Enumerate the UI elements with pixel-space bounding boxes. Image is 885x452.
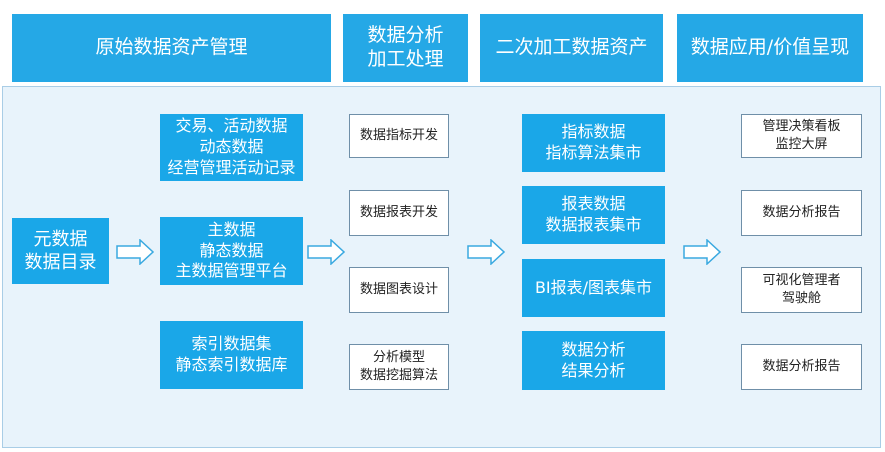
- header-applications-value: 数据应用/价值呈现: [677, 14, 863, 82]
- flow-arrow-icon: [116, 239, 154, 265]
- flow-arrow-icon: [307, 239, 345, 265]
- flow-arrow-icon: [467, 239, 505, 265]
- raw-master-data-box: 主数据 静态数据 主数据管理平台: [160, 217, 303, 285]
- header-analysis-processing: 数据分析 加工处理: [343, 14, 468, 82]
- metadata-catalog-box: 元数据 数据目录: [12, 218, 109, 284]
- process-indicator-dev-box: 数据指标开发: [349, 114, 449, 158]
- asset-analysis-result-box: 数据分析 结果分析: [522, 331, 665, 390]
- asset-report-market-box: 报表数据 数据报表集市: [522, 186, 665, 244]
- asset-bi-chart-market-box: BI报表/图表集市: [522, 259, 665, 317]
- header-raw-asset-management: 原始数据资产管理: [12, 14, 331, 82]
- app-analysis-report-box-2: 数据分析报告: [741, 344, 862, 390]
- app-manager-cockpit-box: 可视化管理者 驾驶舱: [741, 267, 862, 313]
- app-decision-dashboard-box: 管理决策看板 监控大屏: [741, 114, 862, 158]
- app-analysis-report-box: 数据分析报告: [741, 190, 862, 236]
- raw-index-data-box: 索引数据集 静态索引数据库: [160, 321, 303, 389]
- asset-indicator-market-box: 指标数据 指标算法集市: [522, 114, 665, 172]
- process-chart-design-box: 数据图表设计: [349, 267, 449, 313]
- process-report-dev-box: 数据报表开发: [349, 190, 449, 236]
- flow-arrow-icon: [683, 239, 721, 265]
- process-model-mining-box: 分析模型 数据挖掘算法: [349, 344, 449, 390]
- header-secondary-assets: 二次加工数据资产: [480, 14, 663, 82]
- raw-dynamic-data-box: 交易、活动数据 动态数据 经营管理活动记录: [160, 114, 303, 181]
